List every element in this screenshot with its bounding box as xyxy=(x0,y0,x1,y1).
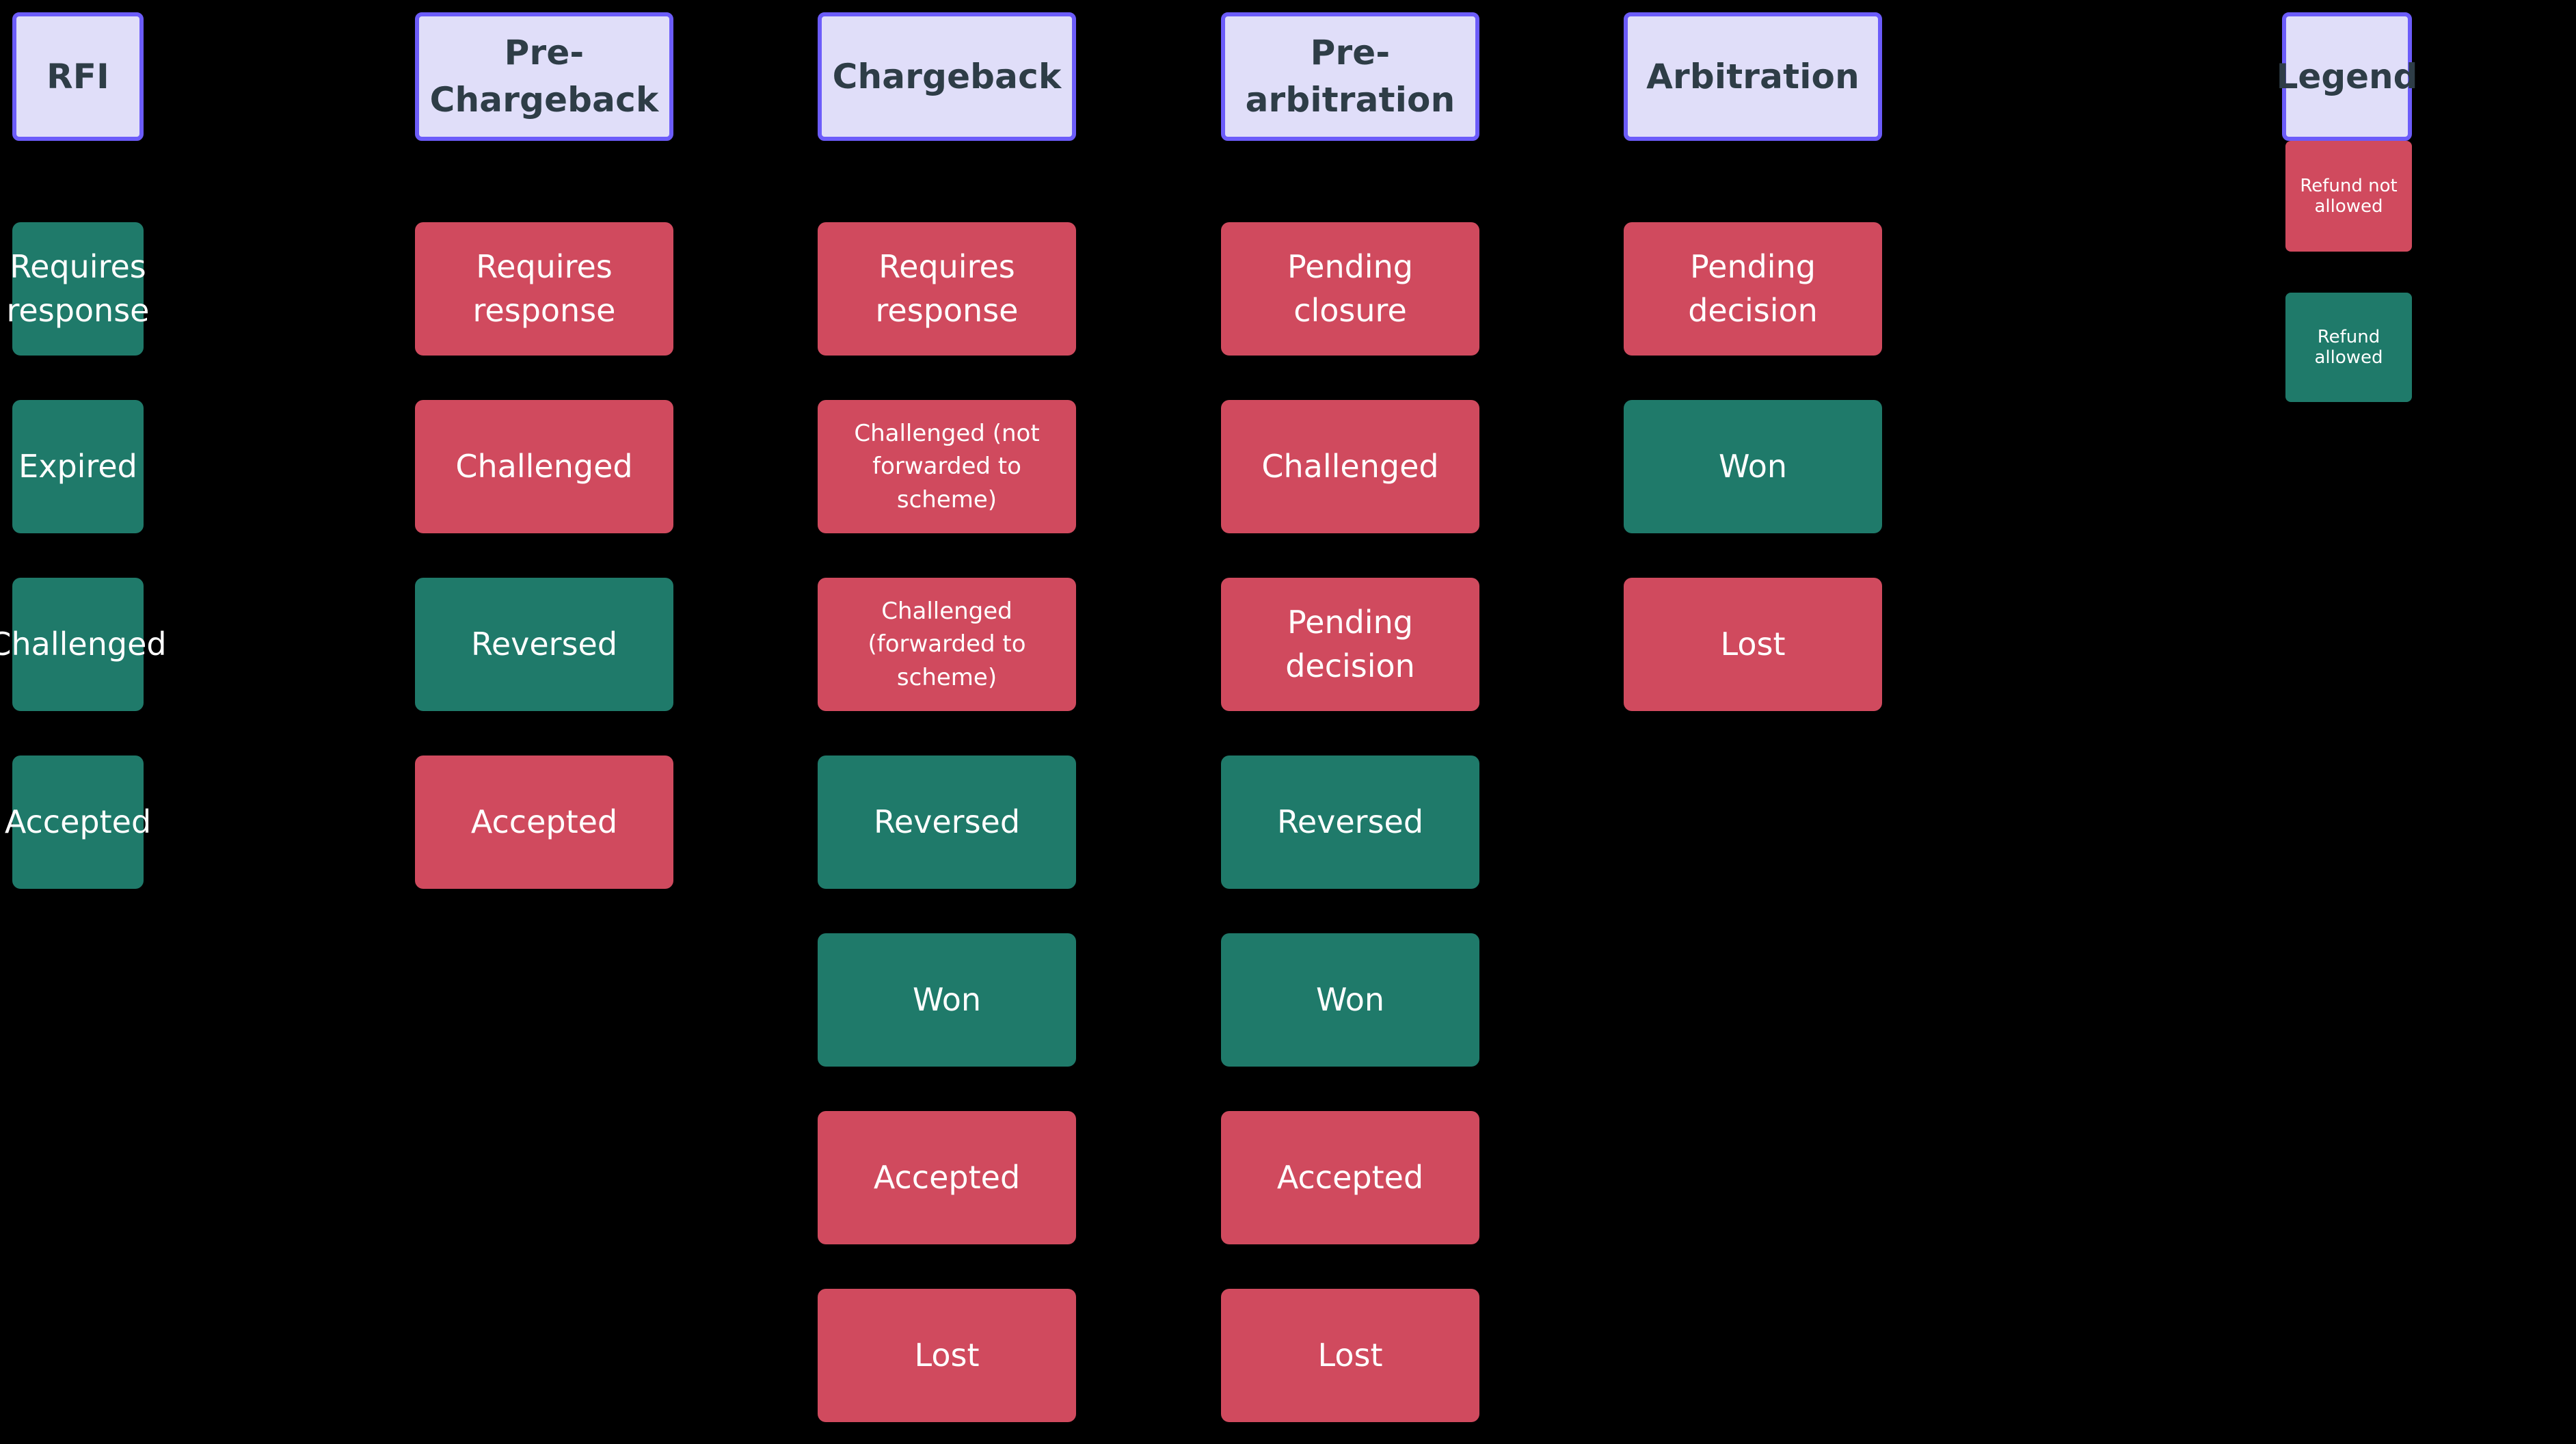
status-box[interactable]: Requires response xyxy=(818,222,1076,356)
status-box[interactable]: Won xyxy=(818,933,1076,1067)
status-box[interactable]: Pending decision xyxy=(1221,578,1479,711)
stage-header-pre-arbitration[interactable]: Pre- arbitration xyxy=(1221,12,1479,141)
legend-title: Legend xyxy=(2277,12,2417,141)
status-box[interactable]: Pending closure xyxy=(1221,222,1479,356)
legend-item-red: Refund not allowed xyxy=(2285,141,2412,252)
status-box[interactable]: Won xyxy=(1624,400,1882,533)
status-box[interactable]: Pending decision xyxy=(1624,222,1882,356)
legend-item-teal: Refund allowed xyxy=(2285,293,2412,402)
stage-header-chargeback[interactable]: Chargeback xyxy=(818,12,1076,141)
stage-header-rfi[interactable]: RFI xyxy=(12,12,144,141)
status-box[interactable]: Requires response xyxy=(415,222,673,356)
status-box[interactable]: Accepted xyxy=(818,1111,1076,1244)
status-box[interactable]: Challenged xyxy=(1221,400,1479,533)
status-box[interactable]: Accepted xyxy=(1221,1111,1479,1244)
status-box[interactable]: Challenged xyxy=(415,400,673,533)
status-box[interactable]: Lost xyxy=(1221,1289,1479,1422)
status-box[interactable]: Challenged xyxy=(0,578,167,711)
status-box[interactable]: Reversed xyxy=(1221,756,1479,889)
stage-header-arbitration[interactable]: Arbitration xyxy=(1624,12,1882,141)
status-box[interactable]: Reversed xyxy=(818,756,1076,889)
status-box[interactable]: Accepted xyxy=(5,756,151,889)
status-box[interactable]: Challenged (forwarded to scheme) xyxy=(818,578,1076,711)
status-box[interactable]: Reversed xyxy=(415,578,673,711)
status-box[interactable]: Challenged (not forwarded to scheme) xyxy=(818,400,1076,533)
status-box[interactable]: Lost xyxy=(1624,578,1882,711)
status-box[interactable]: Accepted xyxy=(415,756,673,889)
status-box[interactable]: Won xyxy=(1221,933,1479,1067)
status-box[interactable]: Requires response xyxy=(7,222,149,356)
status-box[interactable]: Expired xyxy=(12,400,144,533)
stage-header-pre-chargeback[interactable]: Pre- Chargeback xyxy=(415,12,673,141)
status-box[interactable]: Lost xyxy=(818,1289,1076,1422)
